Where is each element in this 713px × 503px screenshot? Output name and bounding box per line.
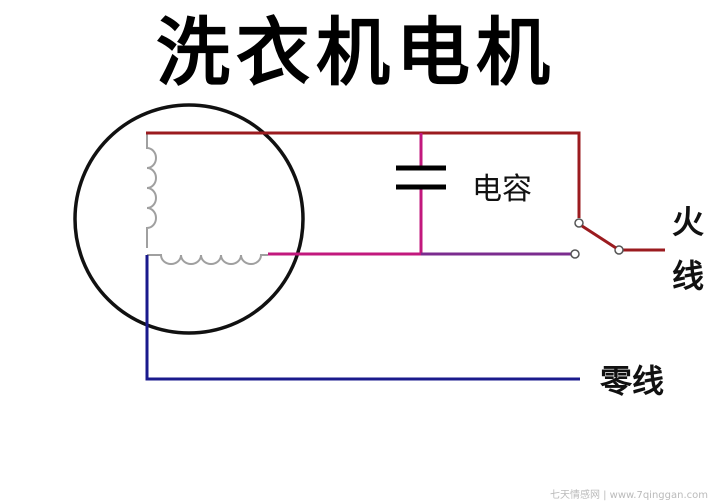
live-wire-label-line1: 火 <box>672 203 704 241</box>
switch-contact-upper <box>574 218 584 228</box>
live-wire-top <box>146 131 581 218</box>
switch-icon-lever <box>581 224 617 250</box>
neutral-wire <box>145 255 580 381</box>
live-wire-label-line2: 线 <box>672 257 704 295</box>
capacitor-label: 电容 <box>472 172 532 207</box>
main-winding-coil-icon <box>146 133 157 248</box>
motor-circle-icon <box>73 103 305 335</box>
aux-winding-coil-icon <box>147 254 268 265</box>
page-title: 洗衣机电机 <box>156 10 556 96</box>
switch-pivot <box>614 245 624 255</box>
watermark: 七天情感网 | www.7qinggan.com <box>550 488 708 501</box>
neutral-wire-label: 零线 <box>600 362 664 400</box>
switch-contact-lower <box>570 249 580 259</box>
